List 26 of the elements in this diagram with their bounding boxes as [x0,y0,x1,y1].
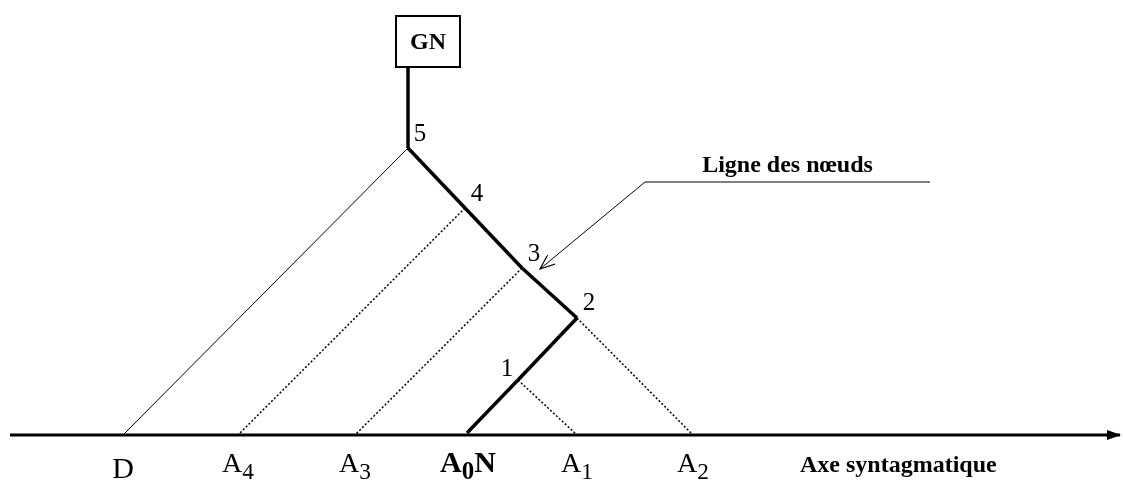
branch-line [406,68,410,148]
constituent-label: A$_{3}$ [339,447,371,485]
axis-label: Axe syntagmatique [800,452,997,476]
branch-line [520,266,579,320]
dotted-branch-line [237,207,466,436]
node-number: 3 [527,239,541,267]
branch-line [463,206,524,270]
head-noun-label: A$_{0}$N [440,445,496,485]
callout-text: Ligne des nœuds [702,150,873,178]
phrase-box: GN [395,15,461,68]
node-number: 4 [470,179,484,207]
branch-line [516,316,579,382]
dotted-branch-line [576,317,694,436]
constituent-label: A$_{1}$ [561,447,593,485]
constituent-label: A$_{2}$ [677,447,709,485]
constituent-label: A$_{4}$ [222,447,254,485]
dotted-branch-line [517,379,578,436]
dotted-branch-line [354,267,523,436]
node-number: 5 [413,119,427,147]
node-number: 1 [500,354,514,382]
branch-line [406,146,467,210]
branch-line [122,147,409,436]
branch-line [465,378,520,435]
constituent-label: D [112,451,134,485]
node-number: 2 [582,287,596,316]
leader-line [539,181,931,270]
